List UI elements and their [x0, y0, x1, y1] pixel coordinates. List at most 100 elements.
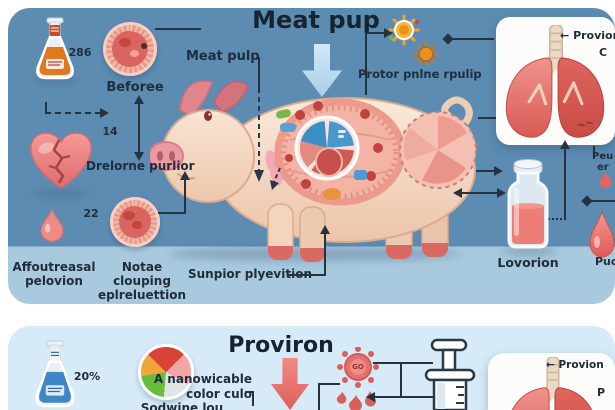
connector-line	[318, 383, 340, 385]
syringe-icon	[424, 338, 476, 410]
pointer-line	[258, 57, 260, 93]
before-label: Beforee	[106, 80, 164, 95]
arrowhead-right	[384, 28, 393, 38]
connector-line	[461, 192, 499, 194]
virus-icon	[336, 347, 379, 410]
arrowhead-right	[494, 166, 503, 176]
arrowhead-down	[134, 152, 144, 161]
flask-shadow	[33, 77, 79, 84]
connector-line	[138, 102, 140, 154]
note-line1: A nanowicable	[153, 372, 252, 386]
caption-2: Notae clouping eplreluettion	[96, 260, 188, 302]
heart-icon	[30, 132, 92, 189]
connector-line	[564, 147, 566, 218]
arrowhead-right	[497, 188, 506, 198]
droplet-icon	[40, 208, 64, 242]
connector-line	[400, 363, 402, 398]
arrowhead-up	[560, 140, 570, 149]
pig-tail	[441, 96, 473, 136]
caption-2-line1: Notae clouping	[113, 260, 171, 289]
connector-line	[591, 200, 615, 202]
pig-snout	[150, 141, 184, 171]
orange-flask-icon	[36, 17, 74, 80]
orange-bit	[323, 188, 341, 200]
heart-caption: Drelorne purlior	[86, 159, 195, 173]
note-text: A nanowicable color culo	[145, 372, 252, 402]
sun-caption: Protor pnlne rpulip	[358, 67, 482, 81]
left-arrow-icon: ←	[560, 29, 570, 42]
lungs-panel-sub: P	[596, 386, 606, 399]
arrowhead-left	[366, 392, 375, 402]
lungs-panel-top: ← Provior C	[496, 17, 615, 145]
arrowhead-left	[453, 188, 462, 198]
lungs-panel-label: ← Provior	[560, 29, 615, 43]
arrowhead-up	[320, 225, 330, 234]
connector-line	[365, 32, 385, 34]
meat-sample-before	[103, 22, 157, 76]
bottle-label: Lovorion	[497, 255, 559, 270]
value-14: 14	[102, 125, 118, 138]
left-arrow-icon: ←	[546, 359, 555, 371]
blue-bit	[354, 170, 367, 180]
heart-shadow	[32, 190, 90, 198]
big-drop-icon	[589, 210, 615, 258]
bracket-connector	[245, 391, 254, 393]
meat-marbling	[130, 50, 139, 57]
caption-3: Sunpior plyevition	[188, 267, 313, 281]
dashed-connector	[45, 112, 101, 114]
connector-line	[288, 274, 324, 276]
bottle-shadow	[501, 247, 557, 256]
flask-value: 286	[68, 46, 92, 59]
arrowhead-right	[100, 108, 109, 118]
lungs-panel-label: ← Provion	[546, 359, 604, 371]
virus-label: GO	[352, 363, 364, 371]
pig-hoof	[300, 248, 325, 262]
blue-bit	[280, 123, 296, 132]
meat-marbling	[119, 38, 131, 47]
connector-line	[184, 178, 186, 214]
pig-hoof	[268, 246, 293, 260]
bracket-connector	[252, 391, 254, 406]
meat-marbling	[123, 211, 135, 220]
meat-core	[112, 31, 148, 67]
lungs-label-text: Provion	[558, 359, 604, 371]
connector-line	[318, 383, 320, 410]
connector-line	[452, 38, 494, 40]
lungs-icon	[505, 25, 605, 138]
connector-line	[155, 28, 201, 30]
pig-eye	[204, 111, 212, 121]
dotted-connector	[544, 218, 566, 220]
edge-partial-text: er	[597, 162, 609, 173]
green-bit	[276, 109, 291, 119]
caption-1: Affoutreasal pelovion	[8, 260, 100, 288]
connector-line	[375, 396, 433, 398]
pie-chart-icon	[138, 344, 194, 400]
small-drop-icon	[599, 171, 612, 188]
pig-illustration	[150, 80, 477, 262]
lungs-panel-sub: C	[598, 46, 608, 59]
connector-line	[158, 212, 186, 214]
blue-flask-icon	[35, 340, 75, 408]
edge-partial-text: Puo	[595, 255, 615, 268]
clipped-caption: Sodwine lou	[140, 401, 224, 410]
connector-line	[476, 170, 496, 172]
top-title: Meat pup	[252, 6, 380, 34]
edge-partial-text: Peu	[592, 151, 614, 162]
connector-line	[365, 33, 367, 95]
connector-line	[373, 362, 433, 364]
pig-hoof	[422, 243, 448, 257]
pig-pointer-label: Meat pulp	[186, 49, 260, 64]
bottom-title: Proviron	[228, 333, 334, 358]
berry-icons	[285, 101, 383, 189]
pig-hoof	[386, 245, 412, 259]
sun-virus-icons	[388, 14, 439, 67]
caption-2-line2: eplreluettion	[97, 288, 187, 303]
value-22: 22	[83, 207, 99, 220]
dashed-connector	[45, 102, 47, 114]
lungs-label-text: Provior	[573, 29, 615, 42]
arrowhead-up	[180, 171, 190, 180]
pig-ear	[213, 80, 249, 113]
meat-speck	[141, 43, 147, 49]
connector-line	[478, 117, 496, 119]
